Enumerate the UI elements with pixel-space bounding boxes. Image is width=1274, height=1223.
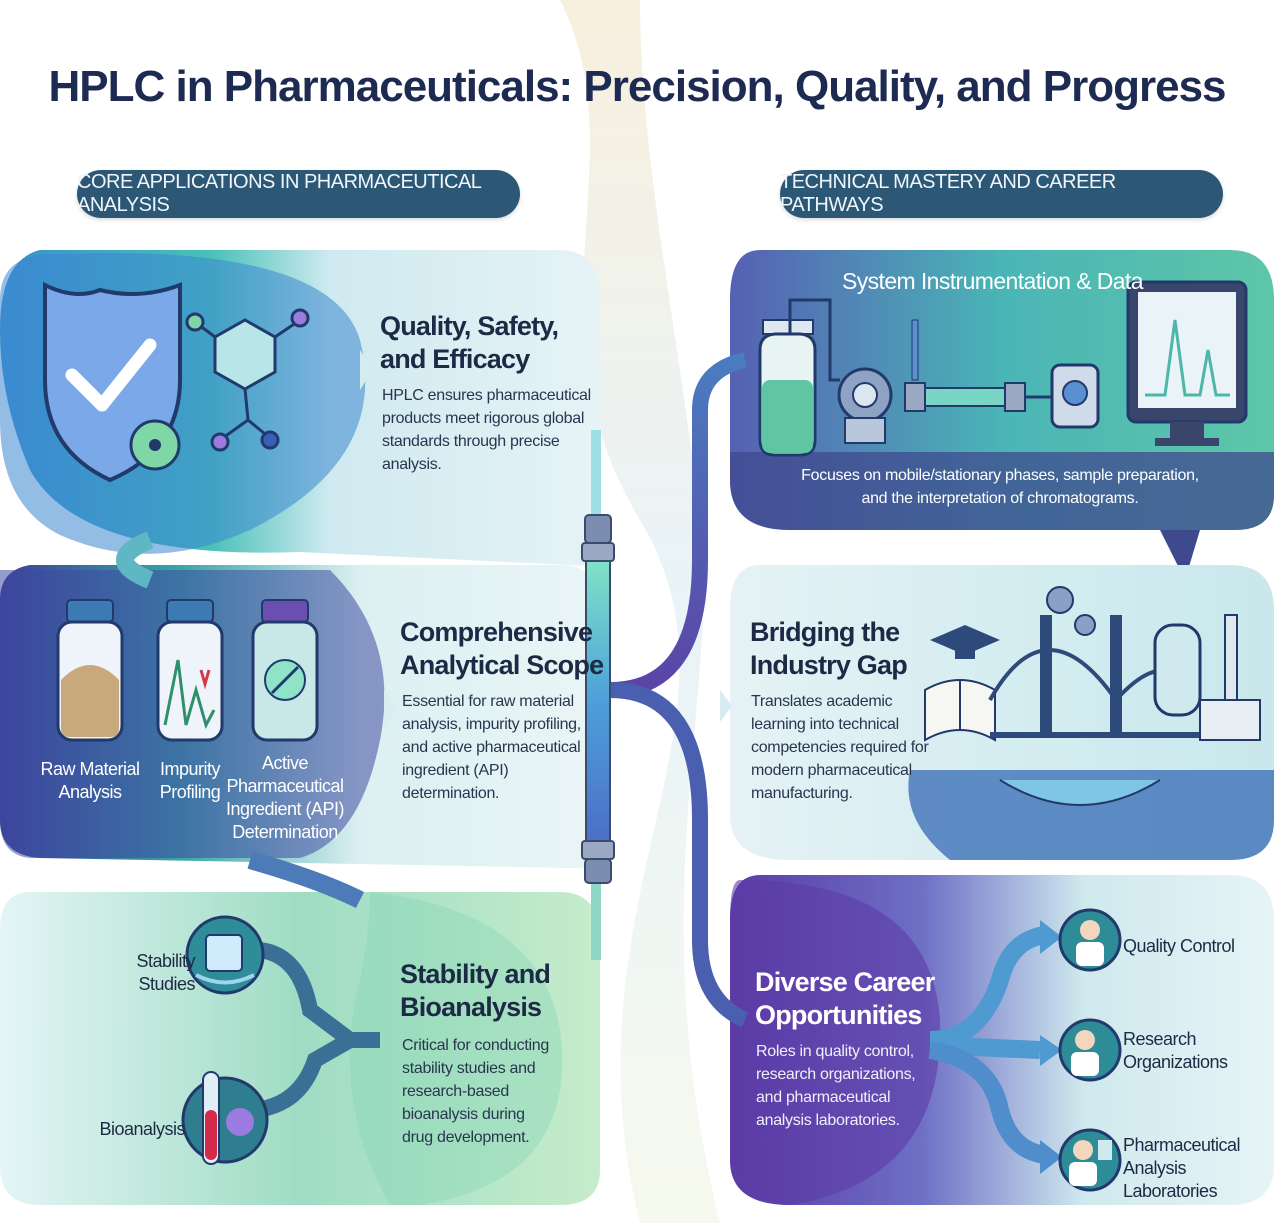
careers-heading: Diverse Career Opportunities	[755, 967, 935, 1030]
api-bottle-icon	[251, 599, 319, 742]
career-item-research: Research Organizations	[1123, 1029, 1228, 1072]
bridge-illustration	[924, 586, 1261, 806]
scope-heading: Comprehensive Analytical Scope	[400, 617, 604, 680]
system-caption: Focuses on mobile/stationary phases, sam…	[801, 467, 1199, 507]
page-title: HPLC in Pharmaceuticals: Precision, Qual…	[48, 62, 1226, 111]
bridge-heading: Bridging the Industry Gap	[750, 617, 908, 680]
shield-icon	[43, 281, 182, 483]
molecule-icon	[185, 308, 310, 452]
scope-description: Essential for raw material analysis, imp…	[402, 693, 581, 802]
stability-heading: Stability and Bioanalysis	[400, 959, 551, 1022]
hplc-column-icon	[581, 514, 615, 884]
section-header-right: TECHNICAL MASTERY AND CAREER PATHWAYS	[780, 170, 1223, 218]
stability-description: Critical for conducting stability studie…	[402, 1037, 549, 1146]
career-item-quality-control: Quality Control	[1123, 936, 1235, 956]
quality-heading: Quality, Safety, and Efficacy	[380, 311, 559, 374]
bridge-description: Translates academic learning into techni…	[751, 693, 929, 802]
impurity-label: Impurity Profiling	[159, 759, 221, 802]
impurity-bottle-icon	[156, 599, 224, 742]
ice-cube-icon	[185, 915, 265, 995]
api-label: Active Pharmaceutical Ingredient (API) D…	[225, 753, 345, 842]
section-header-left: CORE APPLICATIONS IN PHARMACEUTICAL ANAL…	[77, 170, 520, 218]
career-item-laboratories: Pharmaceutical Analysis Laboratories	[1123, 1135, 1241, 1201]
quality-control-avatar-icon	[1058, 908, 1122, 972]
test-tube-icon	[181, 1071, 269, 1165]
careers-description: Roles in quality control, research organ…	[756, 1043, 916, 1129]
system-heading: System Instrumentation & Data	[842, 268, 1144, 294]
raw-material-bottle-icon	[56, 599, 124, 742]
research-avatar-icon	[1058, 1018, 1122, 1082]
raw-material-label: Raw Material Analysis	[40, 759, 140, 802]
bioanalysis-label: Bioanalysis	[99, 1119, 185, 1139]
hplc-system-illustration	[758, 280, 1248, 457]
stability-studies-label: Stability Studies	[136, 951, 195, 994]
quality-description: HPLC ensures pharmaceutical products mee…	[382, 387, 591, 473]
laboratory-avatar-icon	[1058, 1128, 1122, 1192]
